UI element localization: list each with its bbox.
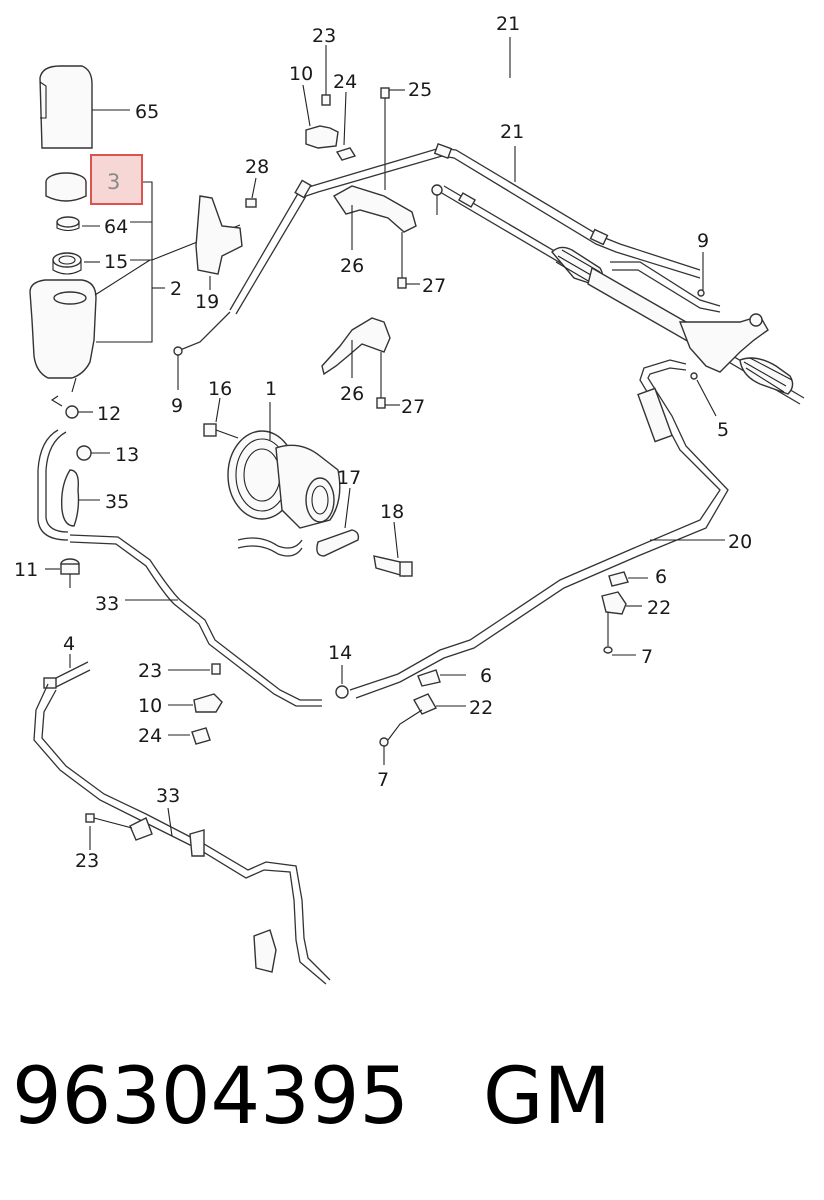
steering-gear [431,184,805,405]
hose-clamp-12 [50,395,79,419]
bracket-10-top [305,125,339,149]
callout-64: 64 [104,216,128,238]
callout-11: 11 [14,559,38,581]
callout-7-center: 7 [377,769,389,791]
callout-3: 3 [107,170,120,194]
callout-10-top: 10 [289,63,313,85]
callout-9-left: 9 [171,395,183,417]
sleeve-6-center [417,669,441,687]
cap-seal [56,216,80,232]
callout-9-right: 9 [697,230,709,252]
callout-10-mid: 10 [138,695,162,717]
bolt-28 [245,198,257,208]
callout-26-mid: 26 [340,383,364,405]
bolt-23-mid [211,663,221,675]
callout-14: 14 [328,642,352,664]
bracket-26-top [332,185,417,233]
hose-clamp-14 [335,685,349,699]
bolt-23-top [321,45,331,106]
fitting-11 [60,558,80,588]
highlight-box [90,154,143,205]
callout-4: 4 [63,633,75,655]
hose-clamp-13 [76,445,92,461]
reservoir-cover [39,65,93,149]
callout-23-bottom: 23 [75,850,99,872]
callout-13: 13 [115,444,139,466]
bolt-16 [203,423,239,439]
bracket-26-mid [321,317,391,376]
bolt-27-mid [376,352,386,409]
callout-23-top: 23 [312,25,336,47]
callout-18: 18 [380,501,404,523]
bolt-18 [373,555,413,578]
callout-6-right: 6 [655,566,667,588]
bolt-7-right [603,612,613,654]
callout-15: 15 [104,251,128,273]
callout-26-top: 26 [340,255,364,277]
callout-33-upper: 33 [95,593,119,615]
callout-2: 2 [170,278,182,300]
part-number: 96304395 [12,1052,410,1142]
power-steering-exploded-diagram: 3 65 64 15 2 12 13 35 11 33 23 10 24 25 … [14,13,805,985]
callout-19: 19 [195,291,219,313]
callout-24-mid: 24 [138,725,162,747]
sleeve-24-top [335,147,357,161]
bracket-10-mid [193,693,223,713]
power-steering-pump [227,430,341,557]
sleeve-6-right [608,571,629,587]
callout-7-right: 7 [641,646,653,668]
clamp-22-right [601,591,627,615]
gasket-17 [316,529,360,557]
callout-33-lower: 33 [156,785,180,807]
clamp-22-center [379,693,437,747]
pipe-4 [43,661,91,689]
reservoir-strainer [52,252,82,275]
brand-label: GM [483,1052,611,1142]
part-footer: 96304395 GM [12,1052,611,1162]
callout-12: 12 [97,403,121,425]
callout-65: 65 [135,101,159,123]
bolt-25 [380,87,390,190]
reservoir-cap [45,172,87,202]
callout-23-mid: 23 [138,660,162,682]
reservoir-body [29,279,97,393]
callout-20: 20 [728,531,752,553]
bolt-27-top [397,232,407,289]
callout-27-top: 27 [422,275,446,297]
callout-21-top: 21 [496,13,520,35]
callout-21-pipe: 21 [500,121,524,143]
bolt-23-bottom [85,813,133,829]
callout-35: 35 [105,491,129,513]
callout-22-center: 22 [469,697,493,719]
callout-24-top: 24 [333,71,357,93]
sleeve-24-mid [191,727,211,745]
callout-6-center: 6 [480,665,492,687]
callout-5: 5 [717,419,729,441]
callout-16: 16 [208,378,232,400]
bracket-19 [195,195,243,275]
callout-1: 1 [265,378,277,400]
callout-28: 28 [245,156,269,178]
callout-25: 25 [408,79,432,101]
callout-17: 17 [337,467,361,489]
callout-27-mid: 27 [401,396,425,418]
callout-22-right: 22 [647,597,671,619]
